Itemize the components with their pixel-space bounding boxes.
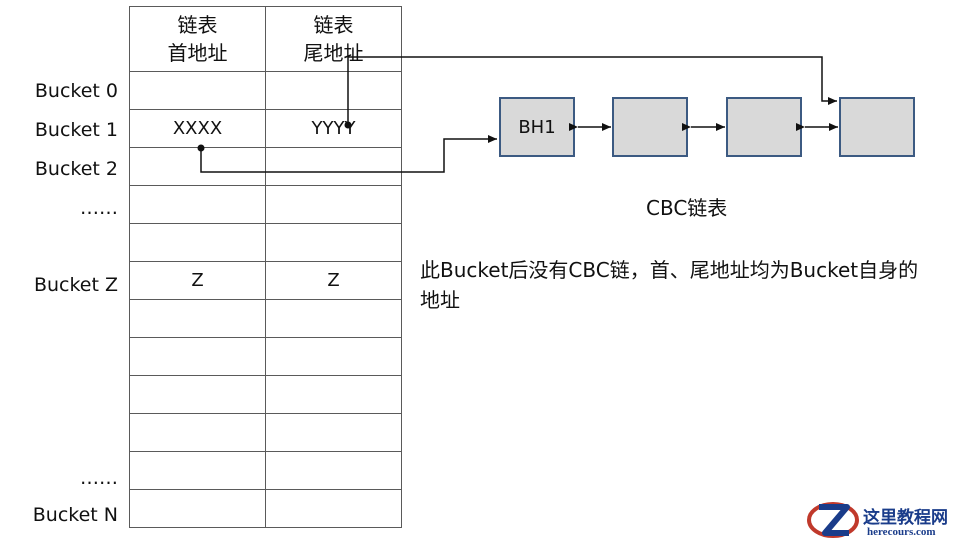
- cell-tail: [265, 337, 402, 376]
- chain-block: [726, 97, 802, 157]
- chain-caption: CBC链表: [646, 196, 728, 220]
- row-label-bucket-2: Bucket 2: [34, 158, 118, 180]
- watermark-title: 这里教程网: [863, 508, 948, 528]
- cell-tail: [265, 71, 402, 110]
- watermark-logo: 这里教程网 herecours.com: [805, 497, 953, 543]
- watermark-url: herecours.com: [867, 526, 936, 538]
- logo-z-icon: [807, 502, 859, 538]
- row-label-bucket-1: Bucket 1: [34, 119, 118, 141]
- chain-block: [839, 97, 915, 157]
- row-label-ellipsis: ……: [80, 467, 118, 489]
- cell-tail: [265, 185, 402, 224]
- chain-block-bh1: BH1: [499, 97, 575, 157]
- header-chain-first: 链表 首地址: [129, 6, 266, 72]
- cell-tail: [265, 375, 402, 414]
- row-label-bucket-z: Bucket Z: [33, 274, 118, 296]
- cell-tail: [265, 299, 402, 338]
- row-label-bucket-n: Bucket N: [32, 504, 118, 526]
- cell-tail: [265, 413, 402, 452]
- row-label-bucket-0: Bucket 0: [34, 80, 118, 102]
- pointer-line-first: [200, 135, 497, 173]
- cell-tail: [265, 489, 402, 528]
- bucket-z-note: 此Bucket后没有CBC链，首、尾地址均为Bucket自身的地址: [420, 258, 919, 312]
- cell-tail: Z: [265, 261, 402, 300]
- pointer-line-tail: [347, 56, 837, 125]
- row-label-ellipsis: ……: [80, 197, 118, 219]
- cell-first: [129, 451, 266, 490]
- cell-first: [129, 299, 266, 338]
- cell-tail: YYYY: [265, 109, 402, 148]
